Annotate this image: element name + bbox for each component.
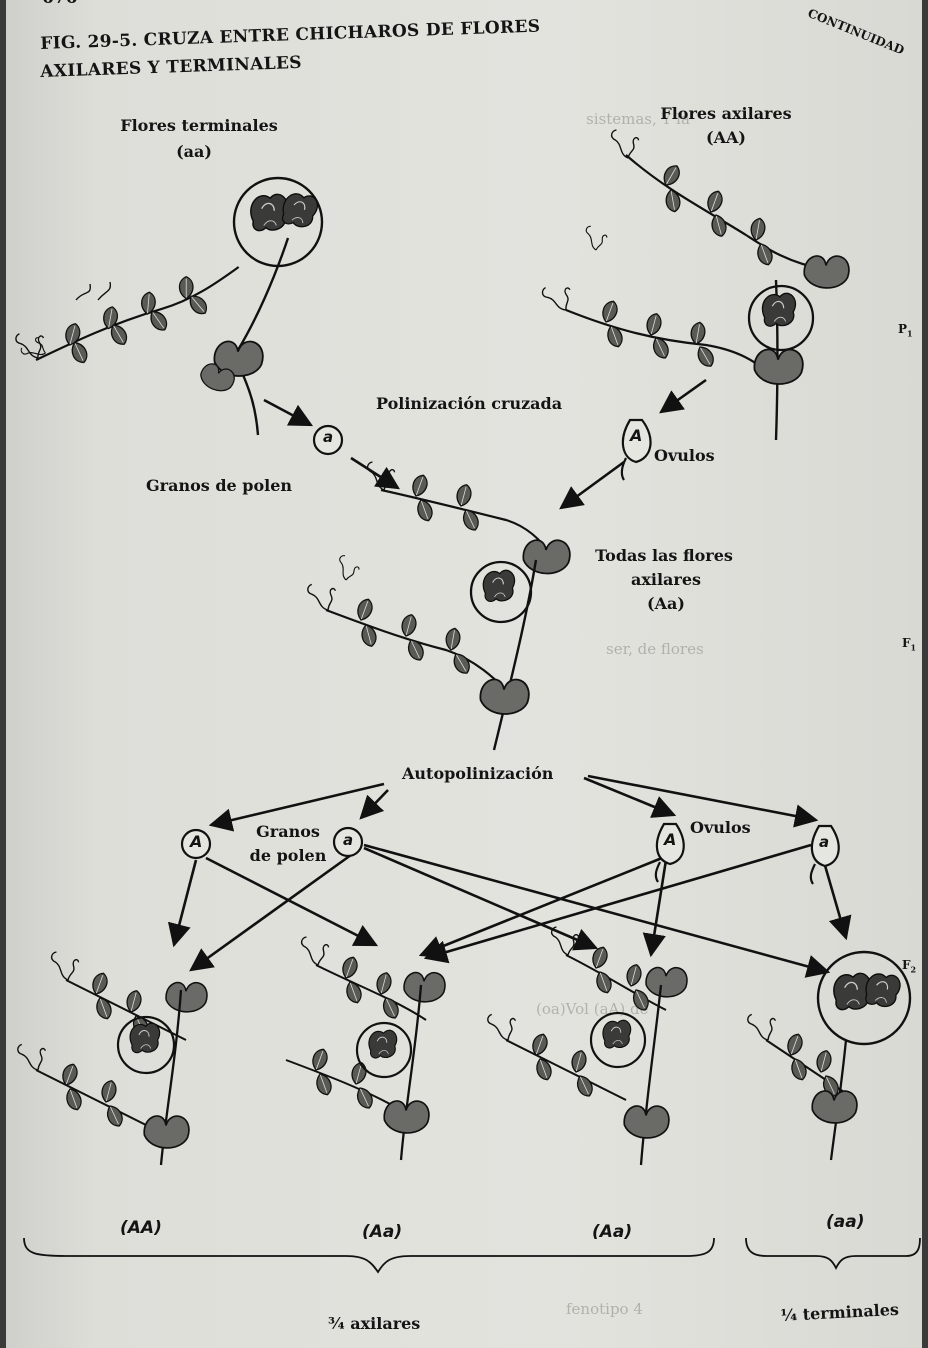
cross-pollination-label: Polinización cruzada — [376, 394, 562, 413]
f2-genotype-4: (aa) — [826, 1212, 864, 1232]
f1-label-line-1: Todas las flores — [584, 546, 744, 565]
arrows — [174, 380, 846, 972]
pollen-allele-a: a — [323, 428, 333, 446]
page-number: 676 — [42, 0, 78, 8]
generation-f2-label: F2 — [902, 958, 916, 974]
terminal-parent-plant — [9, 178, 322, 435]
terminal-parent-label: Flores terminales — [114, 116, 284, 135]
pollen-allele-A: A — [190, 832, 202, 851]
textbook-page: sistemas, Y la ser, de flores (oa)Vol (a… — [6, 0, 922, 1348]
f1-genotype: (Aa) — [626, 594, 706, 613]
f2-genotype-1: (AA) — [120, 1218, 162, 1238]
f2-plant-4 — [746, 952, 910, 1160]
ovule-allele-A: A — [630, 426, 642, 445]
ovules-f1-label: Ovulos — [690, 818, 751, 837]
f2-genotype-2: (Aa) — [362, 1222, 402, 1242]
terminal-brace — [746, 1238, 920, 1268]
ratio-braces — [24, 1238, 920, 1272]
pea-cross-diagram — [6, 0, 922, 1348]
terminal-parent-genotype: (aa) — [154, 142, 234, 161]
pollen-grains-f1-line-2: de polen — [246, 846, 330, 865]
f2-plant-1 — [16, 944, 207, 1165]
pollen-grains-label: Granos de polen — [146, 476, 292, 495]
axillary-parent-label: Flores axilares — [646, 104, 806, 123]
axillary-brace — [24, 1238, 714, 1272]
pollen-grains-f1-line-1: Granos — [248, 822, 328, 841]
generation-f1-label: F1 — [902, 636, 916, 652]
ovules-label: Ovulos — [654, 446, 715, 465]
f2-plant-3 — [486, 919, 687, 1165]
pollen-allele-a: a — [343, 831, 353, 849]
self-pollination-label: Autopolinización — [402, 764, 553, 783]
f2-genotype-3: (Aa) — [592, 1222, 632, 1242]
f2-plant-2 — [286, 929, 445, 1160]
axillary-parent-genotype: (AA) — [686, 128, 766, 147]
ovule-allele-a: a — [819, 833, 829, 851]
ratio-axillary-label: ¾ axilares — [328, 1314, 420, 1333]
generation-p1-label: P1 — [898, 322, 913, 338]
f1-label-line-2: axilares — [616, 570, 716, 589]
axillary-parent-plant — [540, 122, 848, 440]
f1-plant — [306, 454, 570, 750]
ovule-allele-A: A — [664, 830, 676, 849]
